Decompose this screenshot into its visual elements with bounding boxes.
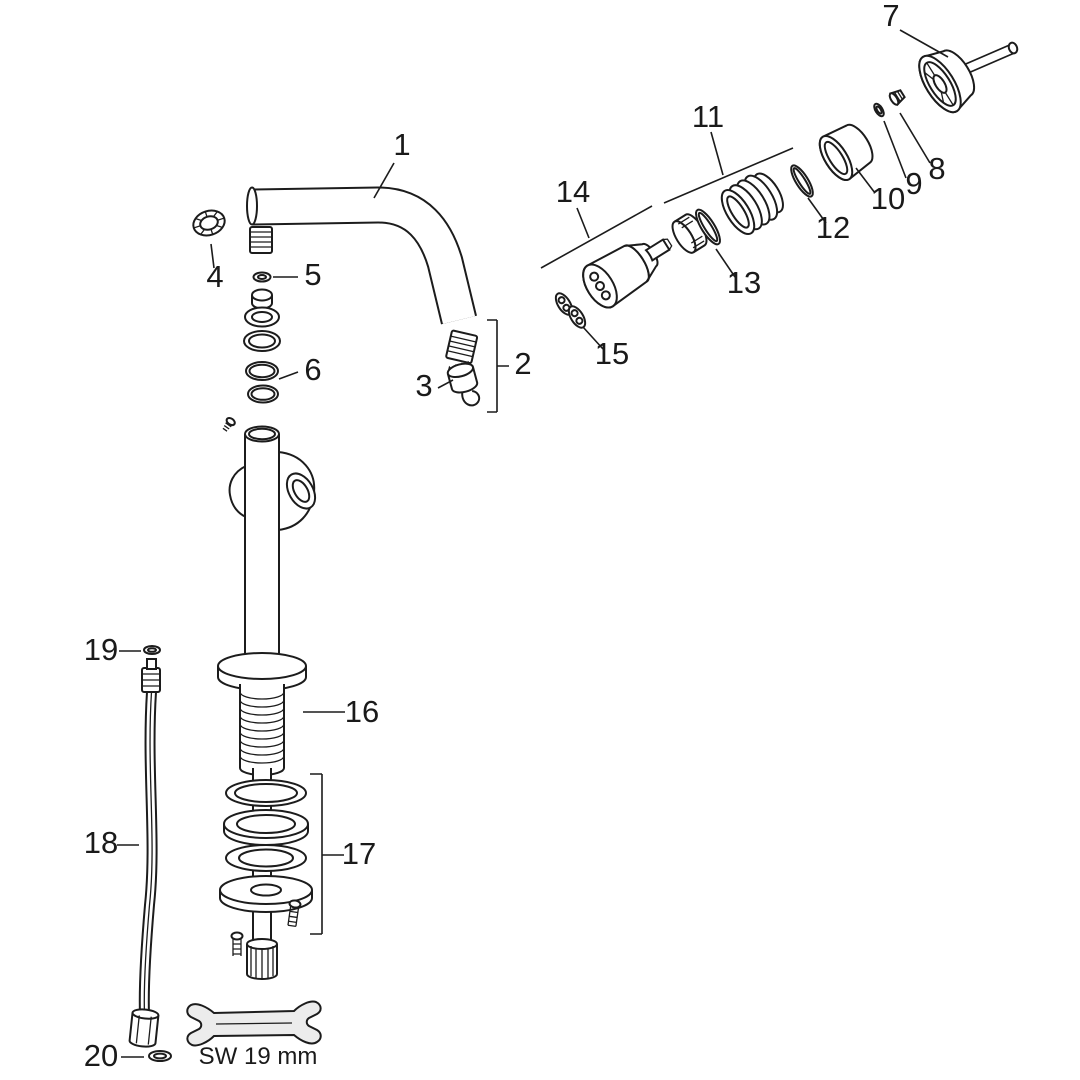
mounting-plate <box>219 875 313 913</box>
part-label-17: 17 <box>342 836 376 871</box>
part-label-7: 7 <box>882 0 899 33</box>
part-6-seal-ring <box>245 361 279 381</box>
part-cartridge <box>582 238 673 309</box>
part-label-19: 19 <box>84 632 118 667</box>
part-5-o-ring <box>252 271 272 283</box>
wrench-size-label: SW 19 mm <box>199 1043 318 1070</box>
spout-end-thread <box>445 329 479 365</box>
part-label-13: 13 <box>727 265 761 300</box>
part-18-hose <box>128 658 161 1048</box>
part-label-4: 4 <box>206 259 223 294</box>
part-label-12: 12 <box>816 210 850 245</box>
part-3-check-valve <box>446 360 481 407</box>
part-20-washer <box>148 1050 172 1062</box>
part-8-screw <box>888 89 906 107</box>
part-label-14: 14 <box>556 174 590 209</box>
part-label-15: 15 <box>595 336 629 371</box>
plate-screw <box>287 899 302 927</box>
washer-c <box>225 844 307 872</box>
part-label-20: 20 <box>84 1038 118 1073</box>
part-7-handle <box>918 49 976 114</box>
stack-ring-b <box>243 330 281 352</box>
part-4-flow-straightener <box>192 209 226 237</box>
spout-left-thread <box>249 226 273 254</box>
part-ribbed-sleeve <box>720 172 784 235</box>
washer-b <box>223 809 309 846</box>
body-set-screw <box>222 416 236 432</box>
stack-small-nut <box>251 288 273 310</box>
part-label-9: 9 <box>905 166 922 201</box>
plate-screw-2 <box>230 931 244 956</box>
part-label-18: 18 <box>84 825 118 860</box>
stack-ring-c <box>247 384 279 404</box>
part-label-16: 16 <box>345 694 379 729</box>
leader-lines <box>117 29 949 1058</box>
shank-nut <box>246 938 278 980</box>
part-label-6: 6 <box>304 352 321 387</box>
part-9-washer <box>873 102 885 118</box>
part-labels: 1 2 3 4 5 6 7 8 9 10 11 12 13 14 15 16 1… <box>84 0 946 1073</box>
part-1-spout <box>246 186 479 365</box>
part-label-10: 10 <box>871 181 905 216</box>
part-10-sleeve <box>818 123 874 181</box>
part-15-seals <box>554 292 587 329</box>
part-19-o-ring <box>143 645 161 655</box>
washer-split-ring <box>225 779 307 807</box>
part-12-o-ring <box>790 164 814 198</box>
part-label-8: 8 <box>928 151 945 186</box>
part-label-3: 3 <box>415 368 432 403</box>
part-label-11: 11 <box>692 99 724 134</box>
part-label-5: 5 <box>304 257 321 292</box>
part-17-washers <box>219 779 313 956</box>
hose-nut <box>128 1008 160 1048</box>
wrench <box>186 1000 322 1047</box>
part-label-2: 2 <box>514 346 531 381</box>
part-label-1: 1 <box>393 127 410 162</box>
stack-ring-a <box>244 306 280 328</box>
part-13-o-ring <box>695 208 721 246</box>
